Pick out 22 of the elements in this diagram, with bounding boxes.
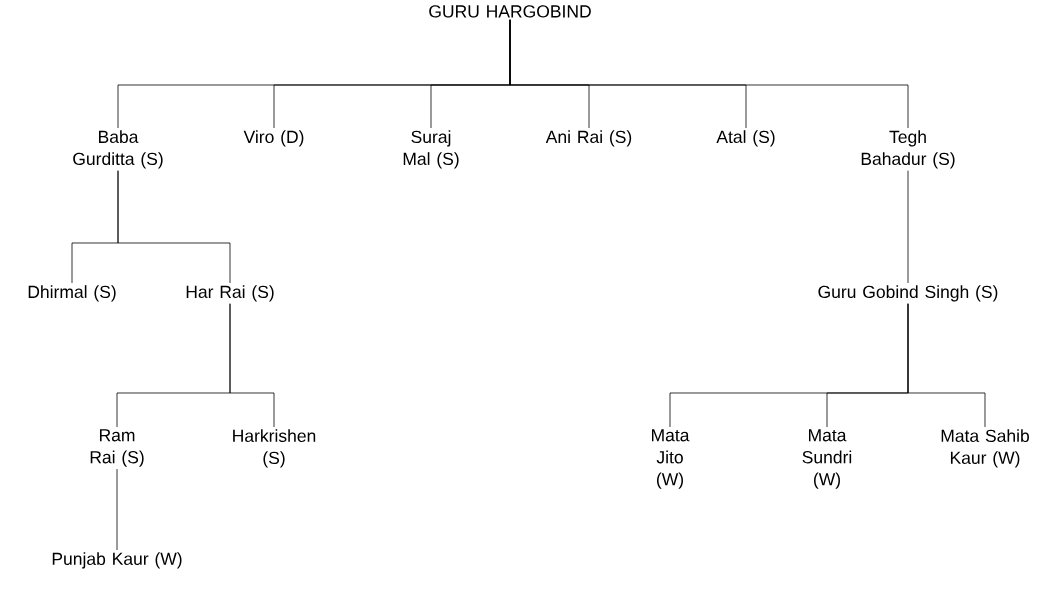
name-label: GURU HARGOBIND bbox=[429, 5, 591, 18]
name-label: Viro (D) bbox=[243, 130, 304, 147]
tree-connector bbox=[509, 19, 909, 129]
tree-connector bbox=[116, 468, 118, 551]
name-label: Harkrishen (S) bbox=[233, 429, 316, 468]
name-label: Mata Sundri (W) bbox=[802, 429, 852, 489]
tree-connector bbox=[229, 303, 275, 428]
name-label: Mata Jito (W) bbox=[652, 429, 690, 489]
name-label: Punjab Kaur (W) bbox=[52, 552, 182, 569]
name-label: Atal (S) bbox=[716, 130, 775, 147]
name-label: Har Rai (S) bbox=[186, 285, 274, 302]
name-label: Ani Rai (S) bbox=[545, 130, 632, 147]
tree-connector bbox=[907, 303, 986, 428]
name-label: Tegh Bahadur (S) bbox=[861, 130, 955, 169]
name-label: Baba Gurditta (S) bbox=[73, 130, 163, 169]
tree-connector bbox=[117, 170, 231, 284]
tree-connector bbox=[907, 170, 909, 284]
name-label: Dhirmal (S) bbox=[28, 285, 116, 302]
name-label: Suraj Mal (S) bbox=[403, 130, 459, 169]
name-label: Ram Rai (S) bbox=[90, 429, 144, 467]
name-label: Guru Gobind Singh (S) bbox=[818, 285, 998, 302]
name-label: Mata Sahib Kaur (W) bbox=[941, 429, 1029, 468]
